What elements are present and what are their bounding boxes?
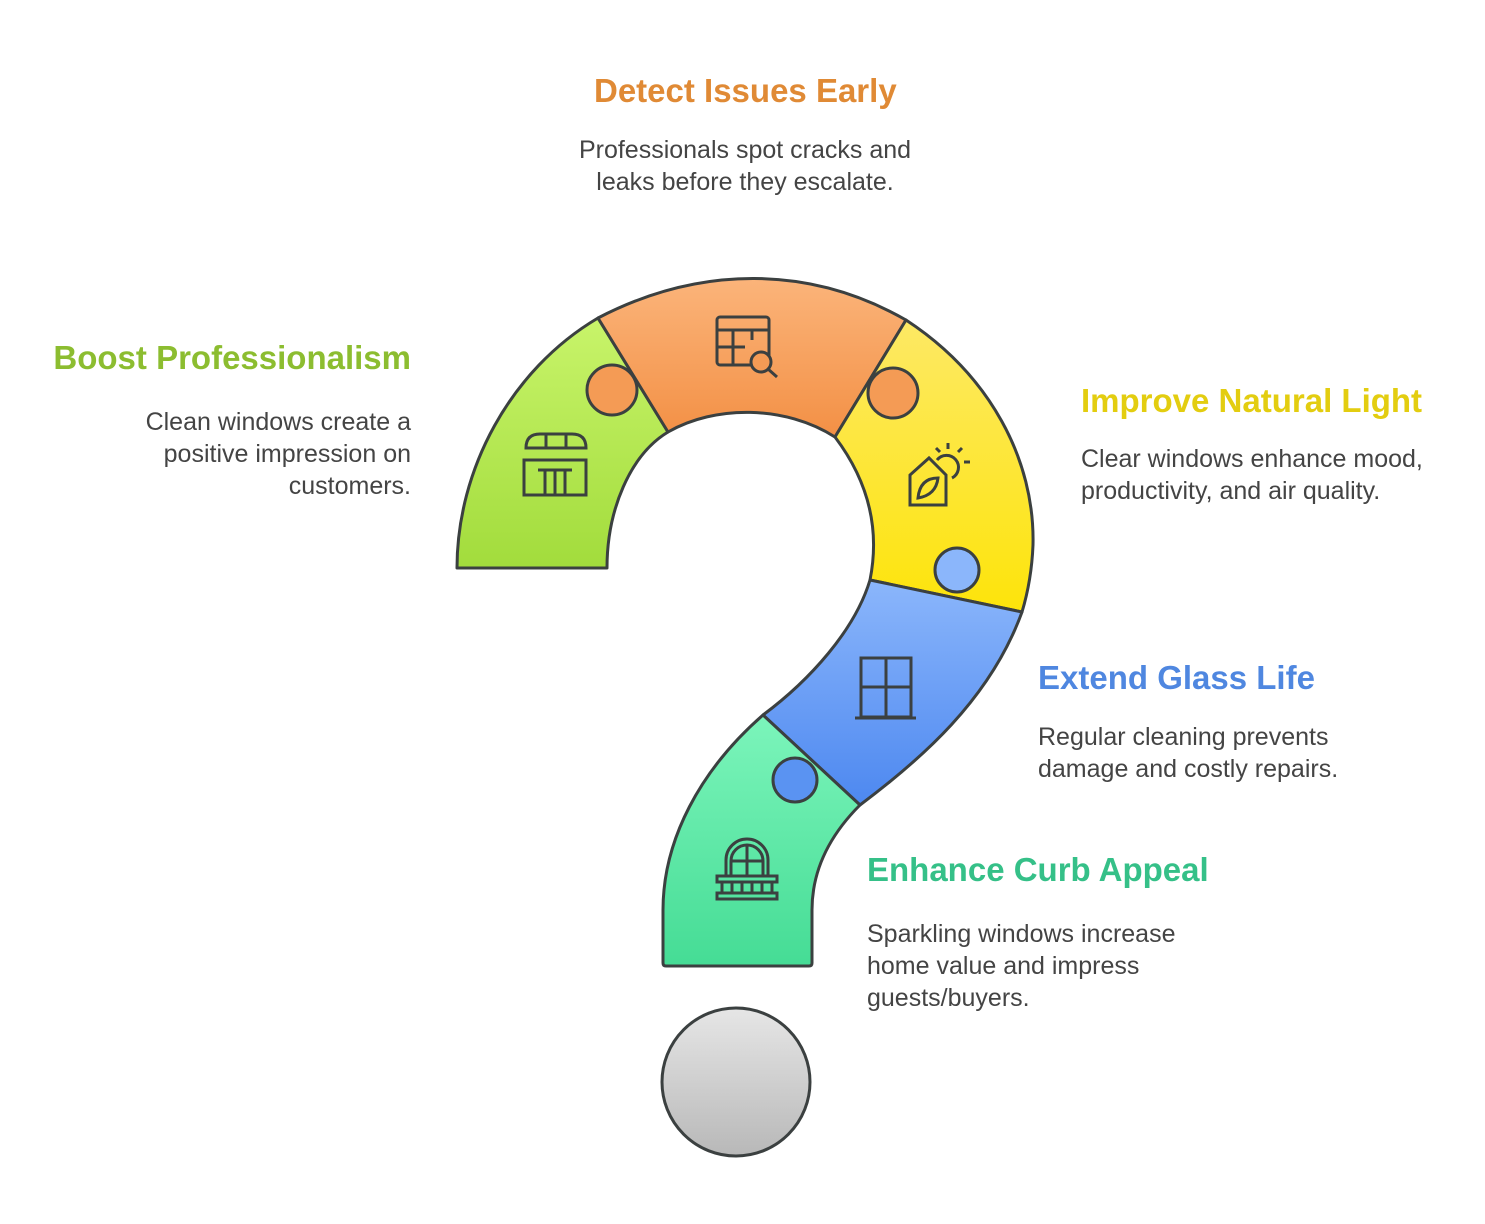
title-extend-glass: Extend Glass Life [1038,659,1315,696]
puzzle-knob [866,366,920,420]
puzzle-knob [933,546,981,594]
desc-improve-light: Clear windows enhance mood, productivity… [1081,445,1423,505]
title-detect-issues: Detect Issues Early [594,72,897,109]
title-boost-professionalism: Boost Professionalism [53,339,411,376]
table-search-icon [715,315,778,379]
title-curb-appeal: Enhance Curb Appeal [867,851,1209,888]
window-icon [855,656,916,720]
puzzle-knob [585,363,639,417]
desc-extend-glass: Regular cleaning prevents damage and cos… [1038,723,1339,783]
balcony-window-icon [715,837,779,901]
desc-curb-appeal: Sparkling windows increase home value an… [867,920,1176,1012]
puzzle-knob [771,756,819,804]
desc-boost-professionalism: Clean windows create a positive impressi… [145,408,411,500]
eco-house-sun-icon [908,443,970,507]
question-dot [660,1006,812,1158]
title-improve-light: Improve Natural Light [1081,382,1423,419]
storefront-icon [522,432,588,497]
desc-detect-issues: Professionals spot cracks and leaks befo… [578,136,912,196]
